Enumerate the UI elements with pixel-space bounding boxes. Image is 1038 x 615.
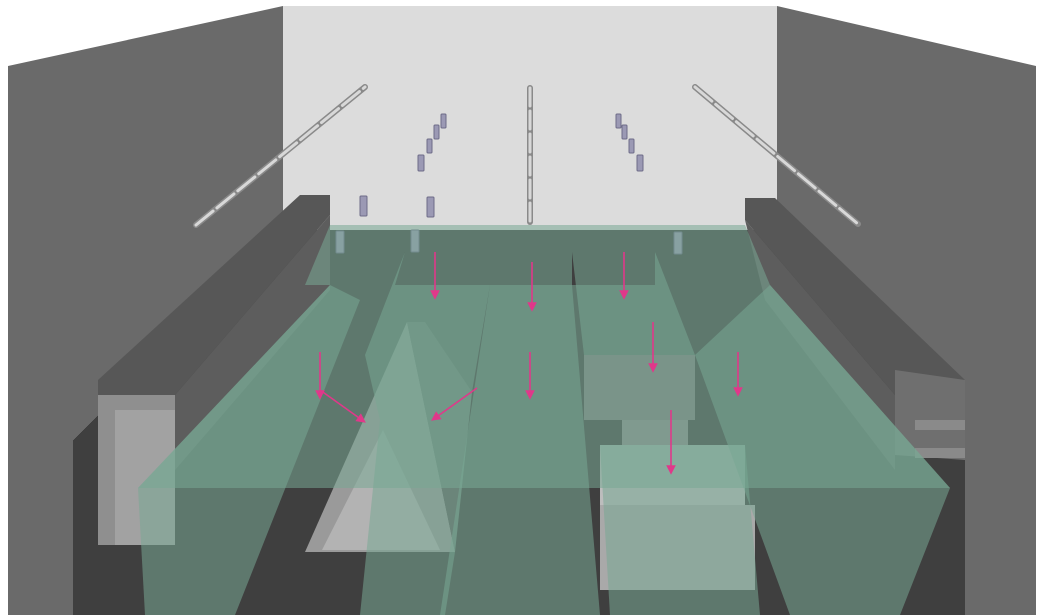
3d-room-scene [0, 0, 1038, 615]
